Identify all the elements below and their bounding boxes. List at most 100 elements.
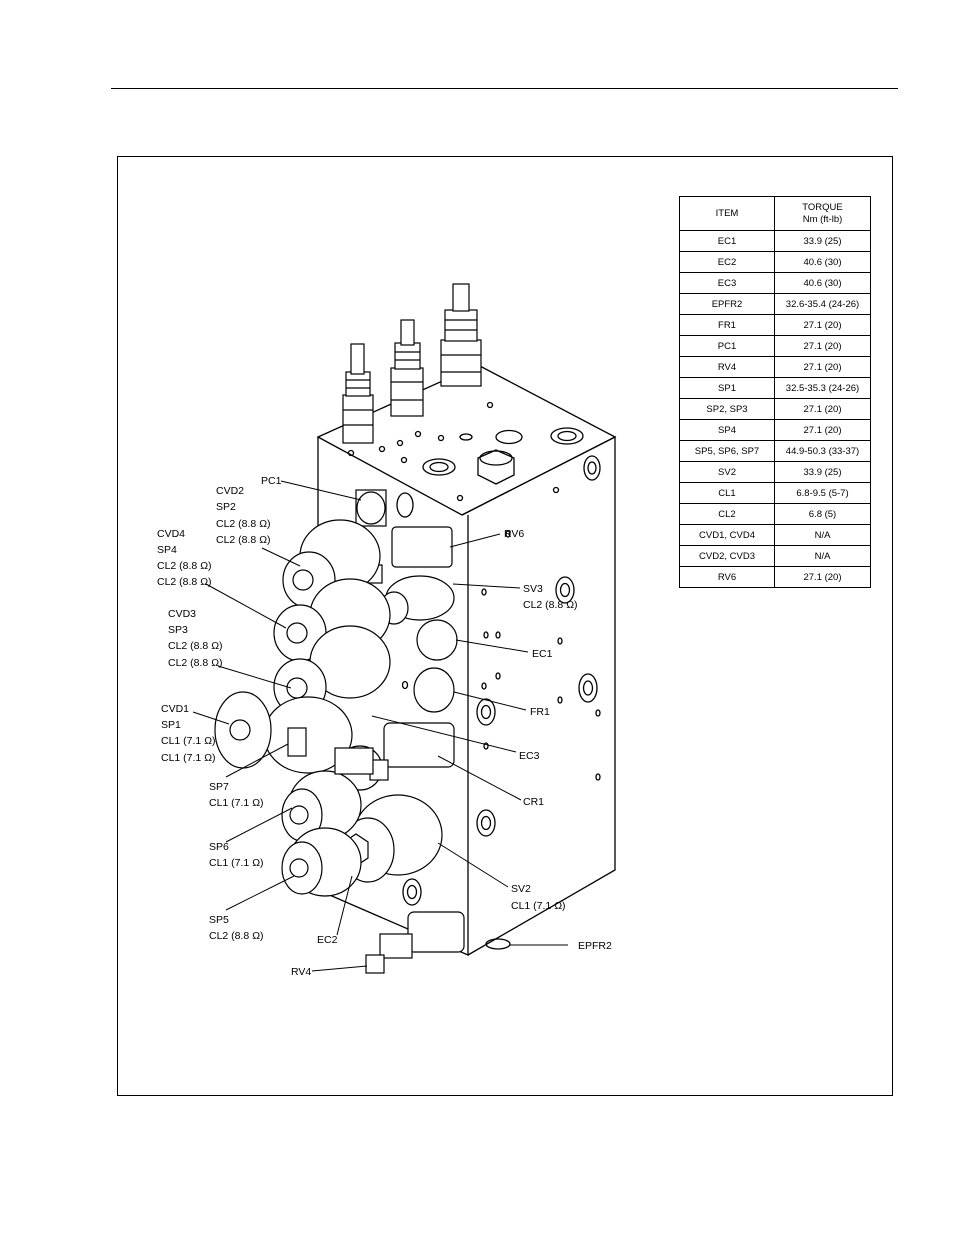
header-torque-label: TORQUE: [802, 201, 843, 213]
label-rv6: RV6: [504, 528, 524, 540]
label-sp5-line1: SP5: [209, 914, 229, 926]
label-cvd4-line2: SP4: [157, 544, 177, 556]
label-pc1: PC1: [261, 475, 282, 487]
item-cell: CL2: [679, 503, 775, 525]
item-cell: CL1: [679, 482, 775, 504]
item-cell: CVD2, CVD3: [679, 545, 775, 567]
torque-cell: 6.8 (5): [774, 503, 871, 525]
label-ec2: EC2: [317, 934, 338, 946]
torque-cell: 6.8-9.5 (5-7): [774, 482, 871, 504]
torque-cell: 32.5-35.3 (24-26): [774, 377, 871, 399]
header-rule: [111, 88, 898, 89]
torque-cell: 27.1 (20): [774, 314, 871, 336]
item-cell: EC2: [679, 251, 775, 273]
label-sp6-line1: SP6: [209, 841, 229, 853]
torque-cell: 44.9-50.3 (33-37): [774, 440, 871, 462]
label-sv3-line2: CL2 (8.8 Ω): [523, 599, 578, 611]
item-cell: EPFR2: [679, 293, 775, 315]
label-cvd4-line1: CVD4: [157, 528, 185, 540]
label-cvd2-line3: CL2 (8.8 Ω): [216, 518, 271, 530]
torque-cell: 33.9 (25): [774, 461, 871, 483]
torque-cell: N/A: [774, 524, 871, 546]
label-cvd2-line1: CVD2: [216, 485, 244, 497]
label-ec3: EC3: [519, 750, 540, 762]
item-cell: SP2, SP3: [679, 398, 775, 420]
leader-lines: [192, 480, 568, 972]
label-sv2-line2: CL1 (7.1 Ω): [511, 900, 566, 912]
label-cvd3-line1: CVD3: [168, 608, 196, 620]
torque-cell: 27.1 (20): [774, 398, 871, 420]
top-cartridges: [342, 283, 482, 444]
label-cr1: CR1: [523, 796, 544, 808]
label-epfr2: EPFR2: [578, 940, 612, 952]
label-sp7-line2: CL1 (7.1 Ω): [209, 797, 264, 809]
item-cell: SP1: [679, 377, 775, 399]
torque-table-header-row: ITEM TORQUE Nm (ft-lb): [679, 196, 871, 231]
header-torque-units: Nm (ft-lb): [802, 213, 843, 225]
label-sv2-line1: SV2: [511, 883, 531, 895]
label-cvd3-line3: CL2 (8.8 Ω): [168, 640, 223, 652]
label-sv3-line1: SV3: [523, 583, 543, 595]
figure-frame: [117, 156, 893, 1096]
manifold-block: [316, 364, 617, 956]
item-cell: EC3: [679, 272, 775, 294]
label-sp7-line1: SP7: [209, 781, 229, 793]
label-rv4: RV4: [291, 966, 311, 978]
item-cell: SV2: [679, 461, 775, 483]
torque-cell: 33.9 (25): [774, 230, 871, 252]
torque-cell: 27.1 (20): [774, 419, 871, 441]
label-sp5-line2: CL2 (8.8 Ω): [209, 930, 264, 942]
label-cvd1-line2: SP1: [161, 719, 181, 731]
item-cell: RV4: [679, 356, 775, 378]
label-cvd3-line2: SP3: [168, 624, 188, 636]
torque-cell: 40.6 (30): [774, 251, 871, 273]
item-cell: RV6: [679, 566, 775, 588]
torque-cell: 27.1 (20): [774, 356, 871, 378]
torque-cell: 27.1 (20): [774, 566, 871, 588]
label-cvd1-line3: CL1 (7.1 Ω): [161, 735, 216, 747]
header-item: ITEM: [679, 196, 775, 231]
item-cell: FR1: [679, 314, 775, 336]
label-sp6-line2: CL1 (7.1 Ω): [209, 857, 264, 869]
item-cell: CVD1, CVD4: [679, 524, 775, 546]
label-cvd2-line2: SP2: [216, 501, 236, 513]
item-cell: PC1: [679, 335, 775, 357]
label-cvd1-line4: CL1 (7.1 Ω): [161, 752, 216, 764]
torque-cell: 27.1 (20): [774, 335, 871, 357]
label-cvd4-line3: CL2 (8.8 Ω): [157, 560, 212, 572]
label-fr1: FR1: [530, 706, 550, 718]
label-cvd4-line4: CL2 (8.8 Ω): [157, 576, 212, 588]
label-cvd2-line4: CL2 (8.8 Ω): [216, 534, 271, 546]
callout-labels: PC1 CVD2 SP2 CL2 (8.8 Ω) CL2 (8.8 Ω) CVD…: [157, 475, 612, 978]
item-cell: SP4: [679, 419, 775, 441]
header-torque: TORQUE Nm (ft-lb): [774, 196, 871, 231]
side-components: [214, 489, 465, 974]
label-ec1: EC1: [532, 648, 553, 660]
torque-cell: 32.6-35.4 (24-26): [774, 293, 871, 315]
label-cvd3-line4: CL2 (8.8 Ω): [168, 657, 223, 669]
item-cell: SP5, SP6, SP7: [679, 440, 775, 462]
label-cvd1-line1: CVD1: [161, 703, 189, 715]
item-cell: EC1: [679, 230, 775, 252]
torque-cell: N/A: [774, 545, 871, 567]
torque-cell: 40.6 (30): [774, 272, 871, 294]
